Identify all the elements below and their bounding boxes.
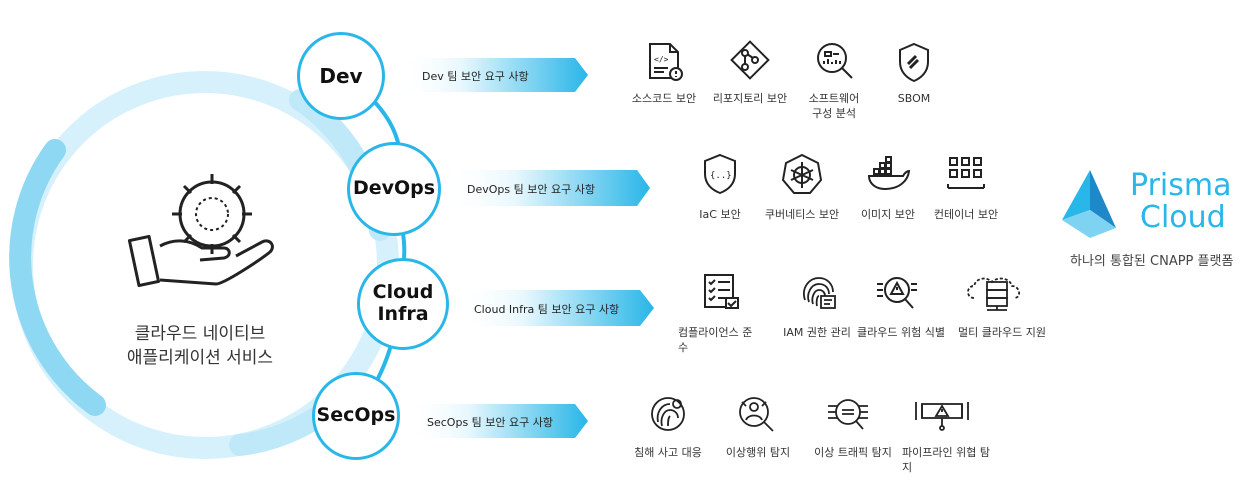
feature-label: 소스코드 보안	[631, 92, 697, 105]
node-dev-label: Dev	[319, 63, 363, 88]
feature-label: 이상행위 탐지	[725, 446, 791, 459]
gear-hand-icon	[127, 174, 274, 288]
fingerprint-icon	[795, 270, 839, 314]
docker-image-icon	[866, 152, 911, 196]
multi-cloud-server-icon	[962, 268, 1032, 312]
software-analysis-icon	[812, 38, 856, 82]
source-code-icon: </>	[642, 40, 686, 84]
threat-search-icon	[875, 270, 919, 314]
traffic-anomaly-icon	[826, 392, 870, 436]
container-grid-icon	[944, 152, 988, 196]
incident-response-icon	[646, 392, 690, 436]
feature-label: 컨테이너 보안	[933, 208, 999, 221]
banner-secops-text: SecOps 팀 보안 요구 사항	[427, 416, 553, 429]
brand-name: Prisma Cloud	[1130, 170, 1240, 233]
brand-name-line2: Cloud	[1140, 199, 1226, 235]
pipeline-threat-icon	[912, 392, 972, 436]
svg-text:{..}: {..}	[710, 171, 732, 181]
banner-dev-text: Dev 팀 보안 요구 사항	[422, 70, 529, 83]
feature-label: IaC 보안	[699, 208, 741, 221]
kubernetes-icon	[780, 152, 824, 196]
svg-text:</>: </>	[654, 55, 669, 64]
feature-label: 침해 사고 대응	[634, 446, 702, 459]
banner-devops-text: DevOps 팀 보안 요구 사항	[467, 183, 595, 196]
center-title-line1: 클라우드 네이티브	[134, 324, 266, 344]
banner-cloud-infra-text: Cloud Infra 팀 보안 요구 사항	[474, 303, 620, 316]
brand-name-line1: Prisma	[1130, 168, 1232, 203]
prisma-cloud-logo	[1062, 170, 1116, 238]
compliance-checklist-icon	[698, 270, 742, 314]
feature-label: SBOM	[897, 92, 931, 105]
feature-label: 멀티 클라우드 지원	[958, 326, 1046, 339]
feature-label: IAM 권한 관리	[783, 326, 851, 339]
feature-label: 이미지 보안	[860, 208, 916, 221]
feature-label: 이상 트래픽 탐지	[814, 446, 892, 459]
node-cloud-infra-line2: Infra	[377, 303, 429, 325]
brand-tagline: 하나의 통합된 CNAPP 플랫폼	[1070, 254, 1234, 269]
node-devops-label: DevOps	[352, 177, 436, 200]
anomaly-detection-icon	[734, 392, 778, 436]
node-dev[interactable]: Dev	[297, 32, 385, 120]
feature-label: 쿠버네티스 보안	[764, 208, 840, 221]
node-devops[interactable]: DevOps	[347, 142, 441, 236]
node-cloud-infra[interactable]: Cloud Infra	[357, 258, 449, 350]
center-title-line2: 애플리케이션 서비스	[126, 347, 274, 368]
feature-label: 클라우드 위험 식별	[857, 326, 945, 339]
node-cloud-infra-line1: Cloud	[372, 281, 434, 304]
repository-icon	[728, 38, 772, 82]
node-secops-label: SecOps	[316, 404, 396, 427]
iac-shield-icon: {..}	[698, 152, 742, 196]
node-secops[interactable]: SecOps	[312, 372, 400, 460]
center-title: 클라우드 네이티브 애플리케이션 서비스	[100, 323, 300, 371]
sbom-shield-icon	[892, 40, 936, 84]
feature-label: 리포지토리 보안	[712, 92, 788, 105]
